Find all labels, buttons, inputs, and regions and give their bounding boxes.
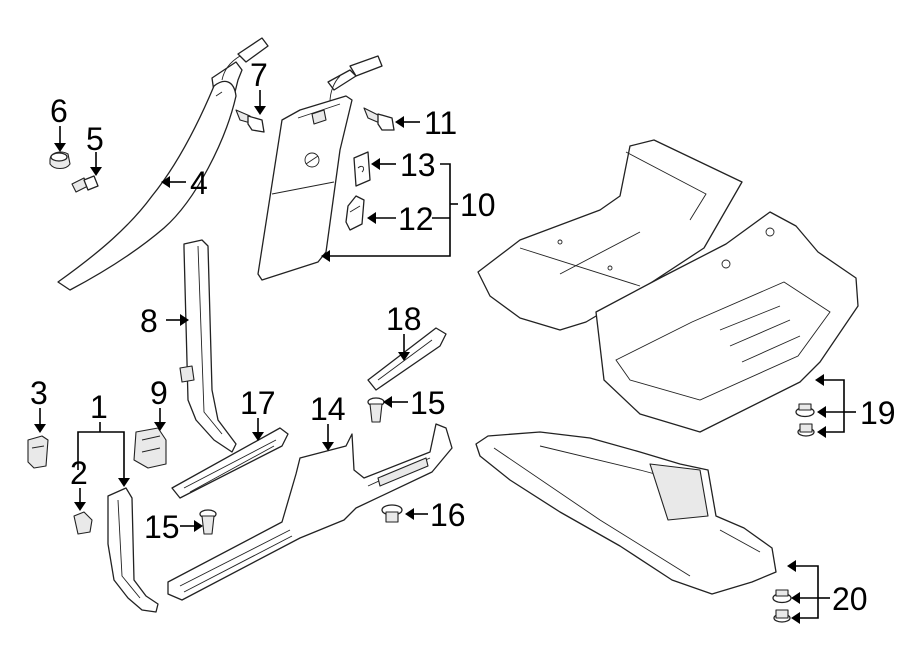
part-9-clip [133, 427, 167, 469]
callout-3: 3 [30, 375, 48, 411]
callout-13: 13 [400, 147, 436, 183]
leader-lines [34, 90, 856, 624]
part-3-clip [27, 435, 49, 469]
part-17-sill-plate [171, 427, 289, 499]
floor-carpet-front [477, 139, 743, 331]
part-20-fastener-upper [772, 589, 792, 604]
callout-8: 8 [140, 303, 158, 339]
callout-2: 2 [70, 455, 88, 491]
callout-15-upper: 15 [410, 385, 446, 421]
callout-14: 14 [310, 391, 346, 427]
callout-9: 9 [150, 375, 168, 411]
part-14-scuff-panel [167, 423, 453, 601]
callout-12: 12 [398, 201, 434, 237]
part-8-rear-pillar-trim [179, 239, 237, 453]
part-5-screw [71, 175, 99, 193]
part-1-lower-trim [107, 487, 159, 613]
callout-18: 18 [386, 301, 422, 337]
part-13-clip [353, 151, 371, 187]
part-20-under-panel [475, 431, 777, 595]
callout-7: 7 [250, 57, 268, 93]
part-10-center-pillar-trim [257, 55, 383, 281]
part-15-push-pin-lower [199, 509, 217, 535]
callout-17: 17 [240, 385, 276, 421]
part-18-sill-plate [367, 327, 447, 391]
part-4-pillar-trim [57, 37, 269, 291]
part-7-bolt [235, 109, 265, 133]
callout-15-lower: 15 [144, 509, 180, 545]
callout-16: 16 [430, 497, 466, 533]
part-11-bolt [363, 107, 395, 131]
part-6-clip [49, 151, 71, 170]
part-12-clip [345, 195, 365, 231]
callout-6: 6 [50, 93, 68, 129]
callout-5: 5 [86, 121, 104, 157]
callout-labels: 1 2 3 4 5 6 7 8 9 10 11 12 13 14 15 15 1… [30, 57, 896, 617]
part-19-fastener-lower [797, 423, 815, 437]
part-19-floor-carpet [595, 211, 859, 433]
callout-20: 20 [832, 581, 868, 617]
part-19-fastener-upper [795, 403, 815, 418]
part-15-push-pin-upper [367, 397, 385, 423]
callout-1: 1 [90, 389, 108, 425]
callout-10: 10 [460, 187, 496, 223]
callout-4: 4 [190, 165, 208, 201]
callout-19: 19 [860, 395, 896, 431]
part-20-fastener-lower [773, 609, 791, 623]
part-16-fastener [381, 504, 403, 523]
part-2-clip [73, 511, 93, 535]
callout-11: 11 [424, 105, 457, 141]
